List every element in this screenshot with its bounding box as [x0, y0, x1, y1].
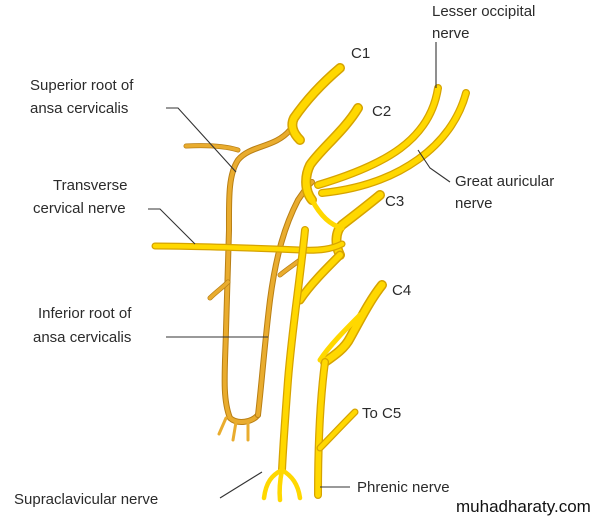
label-superior-root-line1: Superior root of — [30, 77, 134, 94]
label-transverse-cervical-line2: cervical nerve — [33, 200, 126, 217]
label-transverse-cervical-line1: Transverse — [53, 177, 127, 194]
label-lesser-occipital-line1: Lesser occipital — [432, 3, 535, 20]
c4-nerve — [321, 281, 386, 366]
label-c2: C2 — [372, 103, 391, 120]
leader-transverse-cervical — [148, 208, 196, 245]
label-c4: C4 — [392, 282, 411, 299]
c2-c3-loop — [309, 197, 345, 231]
c2-nerve — [302, 104, 362, 204]
label-c1: C1 — [351, 45, 370, 62]
watermark: muhadharaty.com — [456, 497, 591, 516]
label-phrenic: Phrenic nerve — [357, 479, 450, 496]
supraclavicular-branch — [279, 467, 303, 501]
label-lesser-occipital-line2: nerve — [432, 25, 470, 42]
leader-superior-root — [166, 107, 237, 173]
label-c3: C3 — [385, 193, 404, 210]
ansa-twig — [208, 280, 230, 300]
ansa-twig — [231, 420, 238, 442]
label-great-auricular-line2: nerve — [455, 195, 493, 212]
label-superior-root-line2: ansa cervicalis — [30, 100, 128, 117]
supraclavicular-trunk — [279, 227, 308, 473]
c1-nerve — [288, 64, 344, 144]
leader-supraclavicular — [219, 471, 263, 499]
plexus-nerves — [151, 63, 470, 503]
c3-descending-stem — [297, 252, 343, 303]
labels: C1 C2 C3 C4 To C5 Lesser occipital nerve… — [14, 3, 591, 516]
lesser-occipital-nerve — [315, 85, 441, 188]
ansa-twig — [217, 416, 228, 436]
to-c5-branch — [317, 409, 358, 451]
label-supraclavicular: Supraclavicular nerve — [14, 491, 158, 508]
phrenic-nerve — [315, 359, 328, 498]
leader-great-auricular — [417, 149, 451, 183]
label-to-c5: To C5 — [362, 405, 401, 422]
ansa-cervicalis-nerves — [183, 127, 315, 442]
leader-lines — [148, 42, 451, 499]
label-great-auricular-line1: Great auricular — [455, 173, 554, 190]
label-inferior-root-line2: ansa cervicalis — [33, 329, 131, 346]
superior-root-upper-branch — [184, 143, 240, 152]
transverse-cervical-nerve — [152, 241, 345, 253]
label-inferior-root-line1: Inferior root of — [38, 305, 132, 322]
c4-branch — [317, 312, 363, 363]
supraclavicular-branch — [277, 467, 285, 503]
great-auricular-nerve — [319, 90, 469, 196]
